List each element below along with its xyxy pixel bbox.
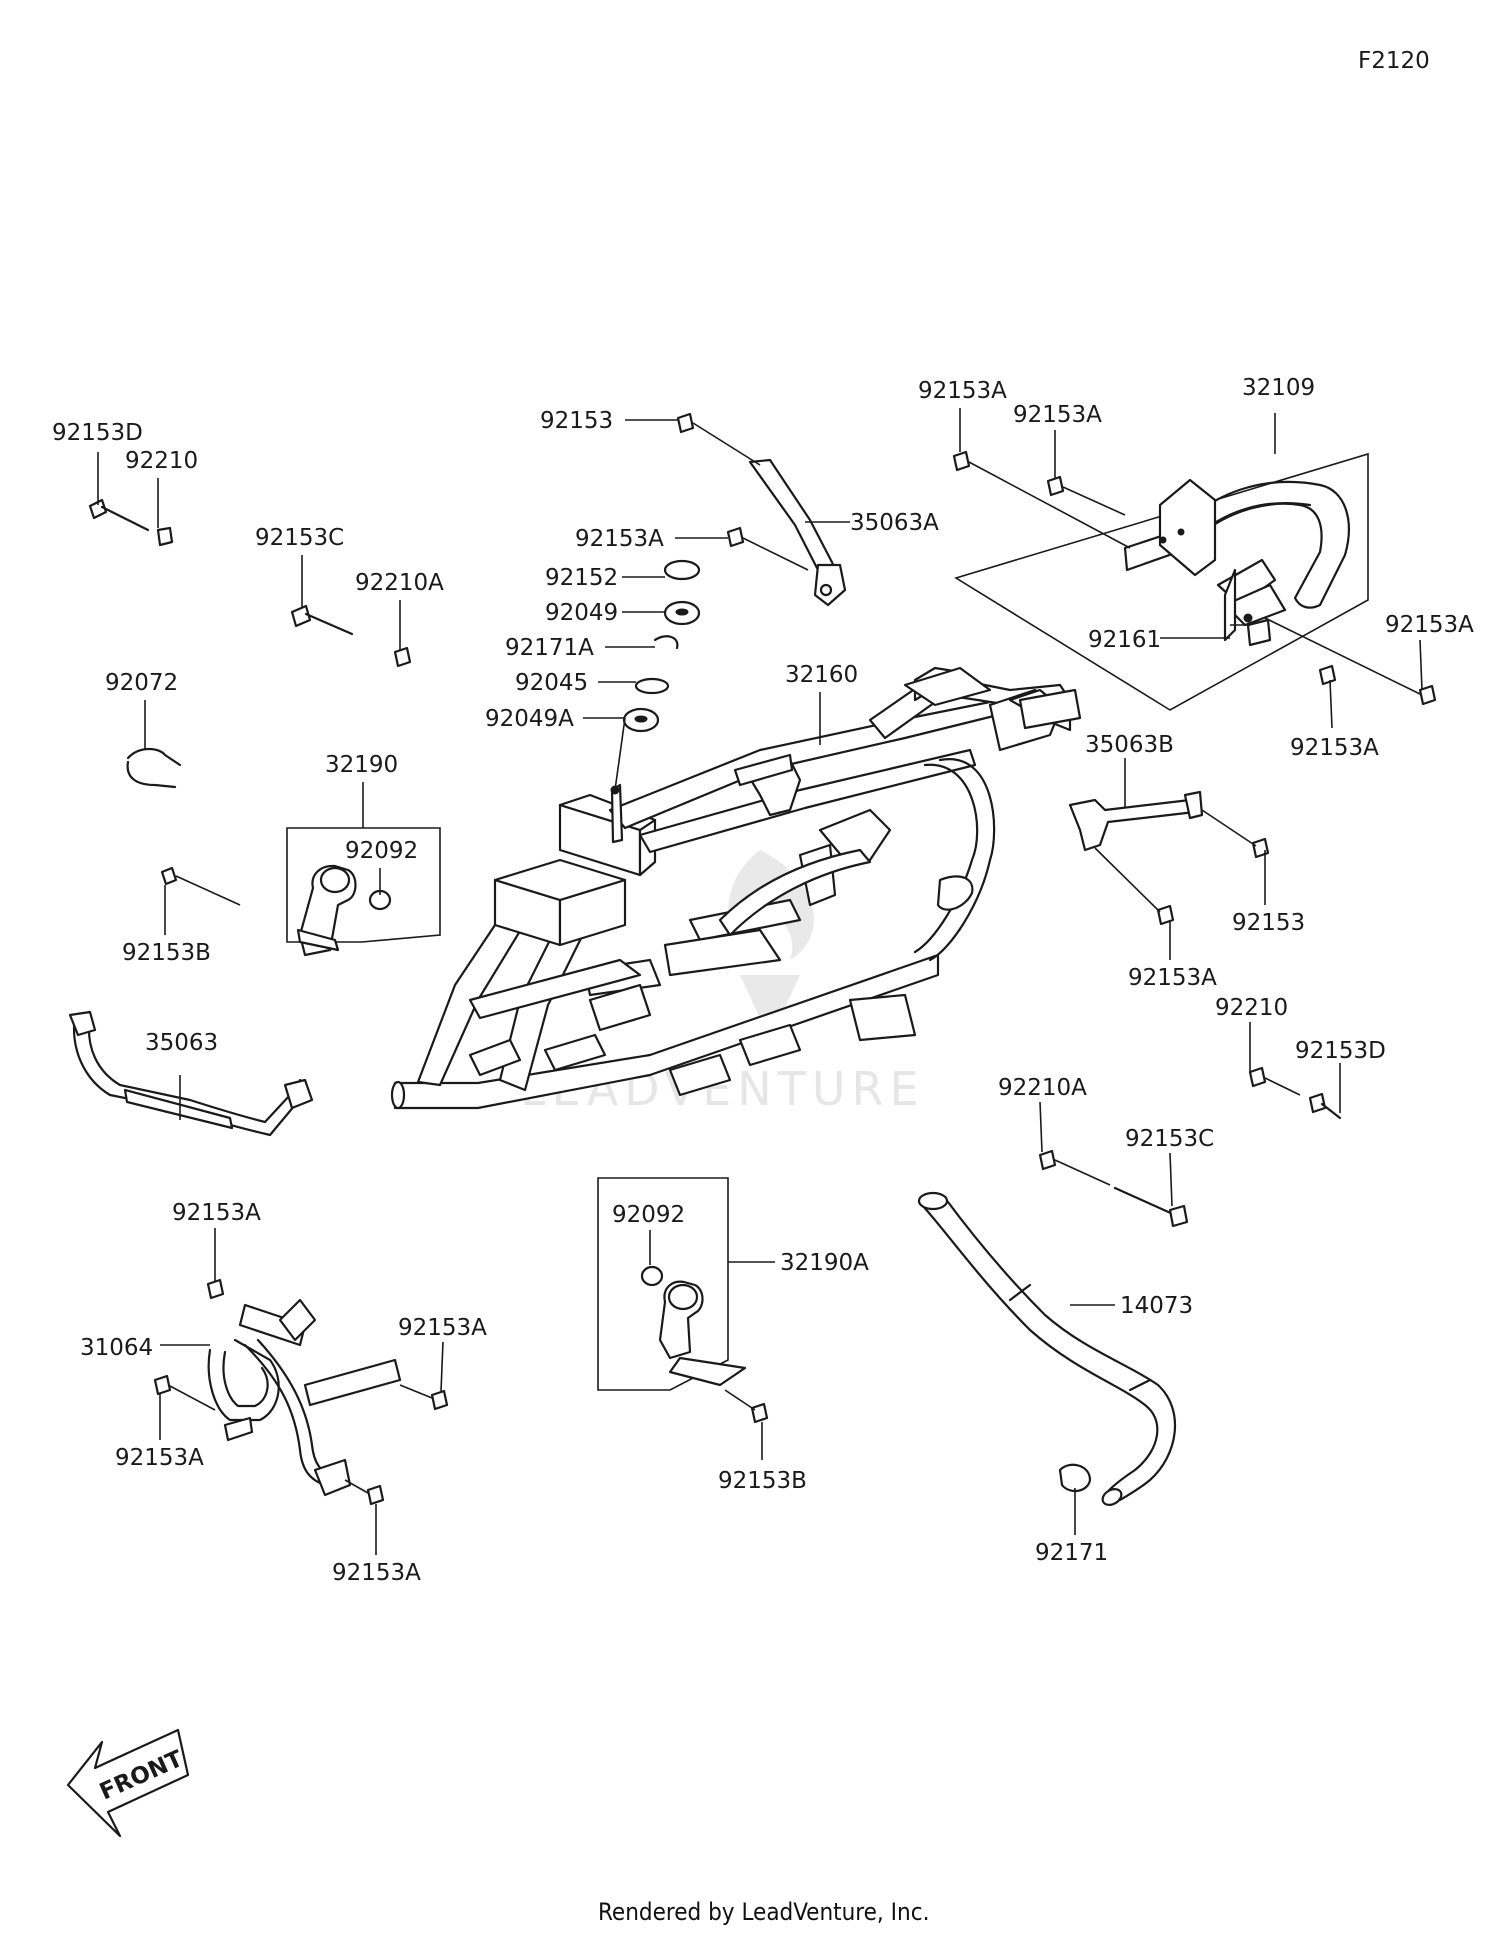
label-31064[interactable]: 31064 [80, 1335, 153, 1361]
label-32190A[interactable]: 32190A [780, 1250, 869, 1276]
label-92153A-r1[interactable]: 92153A [918, 378, 1007, 404]
label-92161[interactable]: 92161 [1088, 627, 1161, 653]
label-35063A[interactable]: 35063A [850, 510, 939, 536]
label-92092[interactable]: 92092 [345, 838, 418, 864]
tube-14073[interactable] [917, 1191, 1177, 1508]
diagram-code: F2120 [1358, 48, 1430, 74]
label-92153A-l1[interactable]: 92153A [172, 1200, 261, 1226]
label-92171A[interactable]: 92171A [505, 635, 594, 661]
label-92153-b[interactable]: 92153 [1232, 910, 1305, 936]
label-92153A-l4[interactable]: 92153A [332, 1560, 421, 1586]
mount-32190[interactable] [286, 827, 441, 957]
label-92210A[interactable]: 92210A [355, 570, 444, 596]
label-92210-b[interactable]: 92210 [1215, 995, 1288, 1021]
label-92153[interactable]: 92153 [540, 408, 613, 434]
label-92072[interactable]: 92072 [105, 670, 178, 696]
label-92153C-b[interactable]: 92153C [1125, 1126, 1214, 1152]
front-bumper-35063[interactable] [68, 1010, 314, 1137]
front-arrow: FRONT [66, 1728, 190, 1838]
footer-credit: Rendered by LeadVenture, Inc. [598, 1898, 929, 1926]
label-92153C[interactable]: 92153C [255, 525, 344, 551]
label-92153A-top[interactable]: 92153A [575, 526, 664, 552]
label-92049A[interactable]: 92049A [485, 706, 574, 732]
label-92153D-b[interactable]: 92153D [1295, 1038, 1386, 1064]
label-92153D[interactable]: 92153D [52, 420, 143, 446]
mount-32190A[interactable] [597, 1177, 747, 1391]
leader-lines [97, 408, 1423, 1555]
label-92152[interactable]: 92152 [545, 565, 618, 591]
label-92210A-b[interactable]: 92210A [998, 1075, 1087, 1101]
label-92092-b[interactable]: 92092 [612, 1202, 685, 1228]
label-35063B[interactable]: 35063B [1085, 732, 1174, 758]
rear-carrier-32109[interactable] [954, 452, 1369, 711]
front-guard-31064[interactable] [207, 1298, 402, 1497]
label-92153A-r3[interactable]: 92153A [1385, 612, 1474, 638]
part-labels: 92153D 92210 92153C 92210A 92072 32190 9… [52, 375, 1474, 1586]
label-32160[interactable]: 32160 [785, 662, 858, 688]
label-92153A-r5[interactable]: 92153A [1128, 965, 1217, 991]
strut-35063A[interactable] [748, 458, 847, 607]
label-92045[interactable]: 92045 [515, 670, 588, 696]
label-92153A-r4[interactable]: 92153A [1290, 735, 1379, 761]
label-92153A-l3[interactable]: 92153A [115, 1445, 204, 1471]
label-35063[interactable]: 35063 [145, 1030, 218, 1056]
label-14073[interactable]: 14073 [1120, 1293, 1193, 1319]
label-32109[interactable]: 32109 [1242, 375, 1315, 401]
label-92153A-l2[interactable]: 92153A [398, 1315, 487, 1341]
label-92049[interactable]: 92049 [545, 600, 618, 626]
fasteners [88, 412, 1437, 1506]
label-92171[interactable]: 92171 [1035, 1540, 1108, 1566]
label-32190[interactable]: 32190 [325, 752, 398, 778]
label-92153A-r2[interactable]: 92153A [1013, 402, 1102, 428]
main-frame-32160[interactable] [390, 666, 1082, 1110]
label-92153B[interactable]: 92153B [122, 940, 211, 966]
label-92153B-b[interactable]: 92153B [718, 1468, 807, 1494]
label-92210[interactable]: 92210 [125, 448, 198, 474]
